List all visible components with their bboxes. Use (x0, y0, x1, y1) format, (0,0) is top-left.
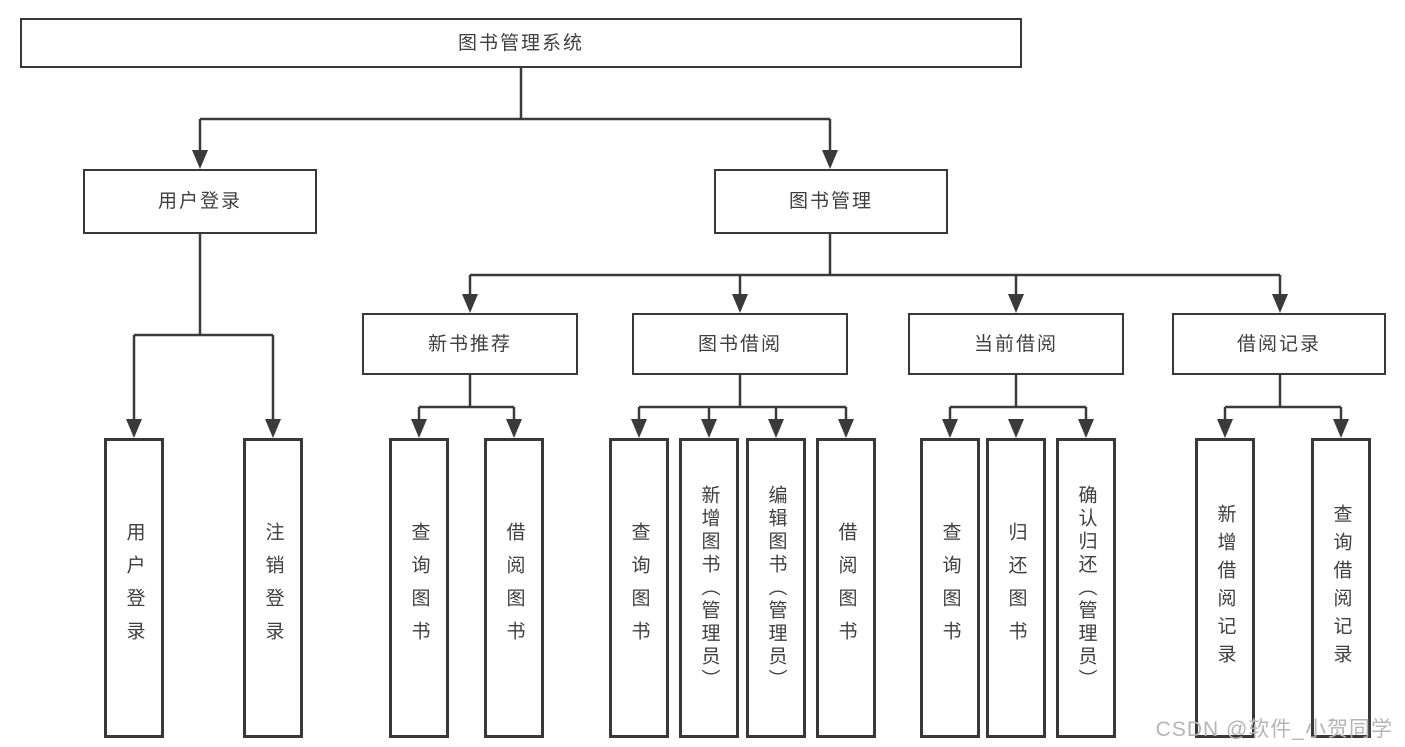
node-book-management: 图书管理 (714, 169, 948, 234)
node-root: 图书管理系统 (20, 18, 1022, 68)
node-book-borrowing: 图书借阅 (632, 313, 848, 375)
leaf-add-borrow-record-label: 新增借阅记录 (1214, 504, 1236, 672)
node-book-borrowing-label: 图书借阅 (697, 333, 782, 355)
leaf-query-borrow-record: 查询借阅记录 (1311, 438, 1371, 738)
leaf-edit-book-admin: 编辑图书（管理员） (746, 438, 806, 738)
leaf-return-books: 归还图书 (986, 438, 1046, 738)
node-borrowing-records-label: 借阅记录 (1236, 333, 1321, 355)
leaf-borrow-books-recommend-label: 借阅图书 (503, 522, 525, 654)
leaf-borrow-books-borrowing: 借阅图书 (816, 438, 876, 738)
node-new-book-recommend: 新书推荐 (362, 313, 578, 375)
node-root-label: 图书管理系统 (457, 32, 584, 54)
leaf-add-borrow-record: 新增借阅记录 (1195, 438, 1255, 738)
leaf-logout-label: 注销登录 (262, 522, 284, 654)
watermark: CSDN @软件_小贺同学 (1155, 718, 1393, 741)
leaf-confirm-return-admin-label: 确认归还（管理员） (1075, 484, 1097, 692)
leaf-query-books-current: 查询图书 (920, 438, 980, 738)
node-current-borrowing-label: 当前借阅 (973, 333, 1058, 355)
node-borrowing-records: 借阅记录 (1172, 313, 1386, 375)
node-current-borrowing: 当前借阅 (908, 313, 1124, 375)
node-user-login-label: 用户登录 (157, 191, 242, 212)
leaf-add-book-admin: 新增图书（管理员） (679, 438, 739, 738)
node-book-management-label: 图书管理 (788, 191, 873, 212)
leaf-add-book-admin-label: 新增图书（管理员） (698, 484, 720, 692)
leaf-logout: 注销登录 (243, 438, 303, 738)
node-user-login: 用户登录 (83, 169, 317, 234)
leaf-borrow-books-borrowing-label: 借阅图书 (835, 522, 857, 654)
leaf-query-books-current-label: 查询图书 (939, 522, 961, 654)
leaf-query-books-recommend-label: 查询图书 (408, 522, 430, 654)
leaf-confirm-return-admin: 确认归还（管理员） (1056, 438, 1116, 738)
leaf-user-login-label: 用户登录 (123, 522, 145, 654)
leaf-query-books-recommend: 查询图书 (389, 438, 449, 738)
leaf-query-books-borrowing-label: 查询图书 (628, 522, 650, 654)
leaf-borrow-books-recommend: 借阅图书 (484, 438, 544, 738)
leaf-query-books-borrowing: 查询图书 (609, 438, 669, 738)
leaf-query-borrow-record-label: 查询借阅记录 (1330, 504, 1352, 672)
leaf-return-books-label: 归还图书 (1005, 522, 1027, 654)
node-new-book-recommend-label: 新书推荐 (427, 333, 512, 355)
leaf-user-login: 用户登录 (104, 438, 164, 738)
leaf-edit-book-admin-label: 编辑图书（管理员） (765, 484, 787, 692)
